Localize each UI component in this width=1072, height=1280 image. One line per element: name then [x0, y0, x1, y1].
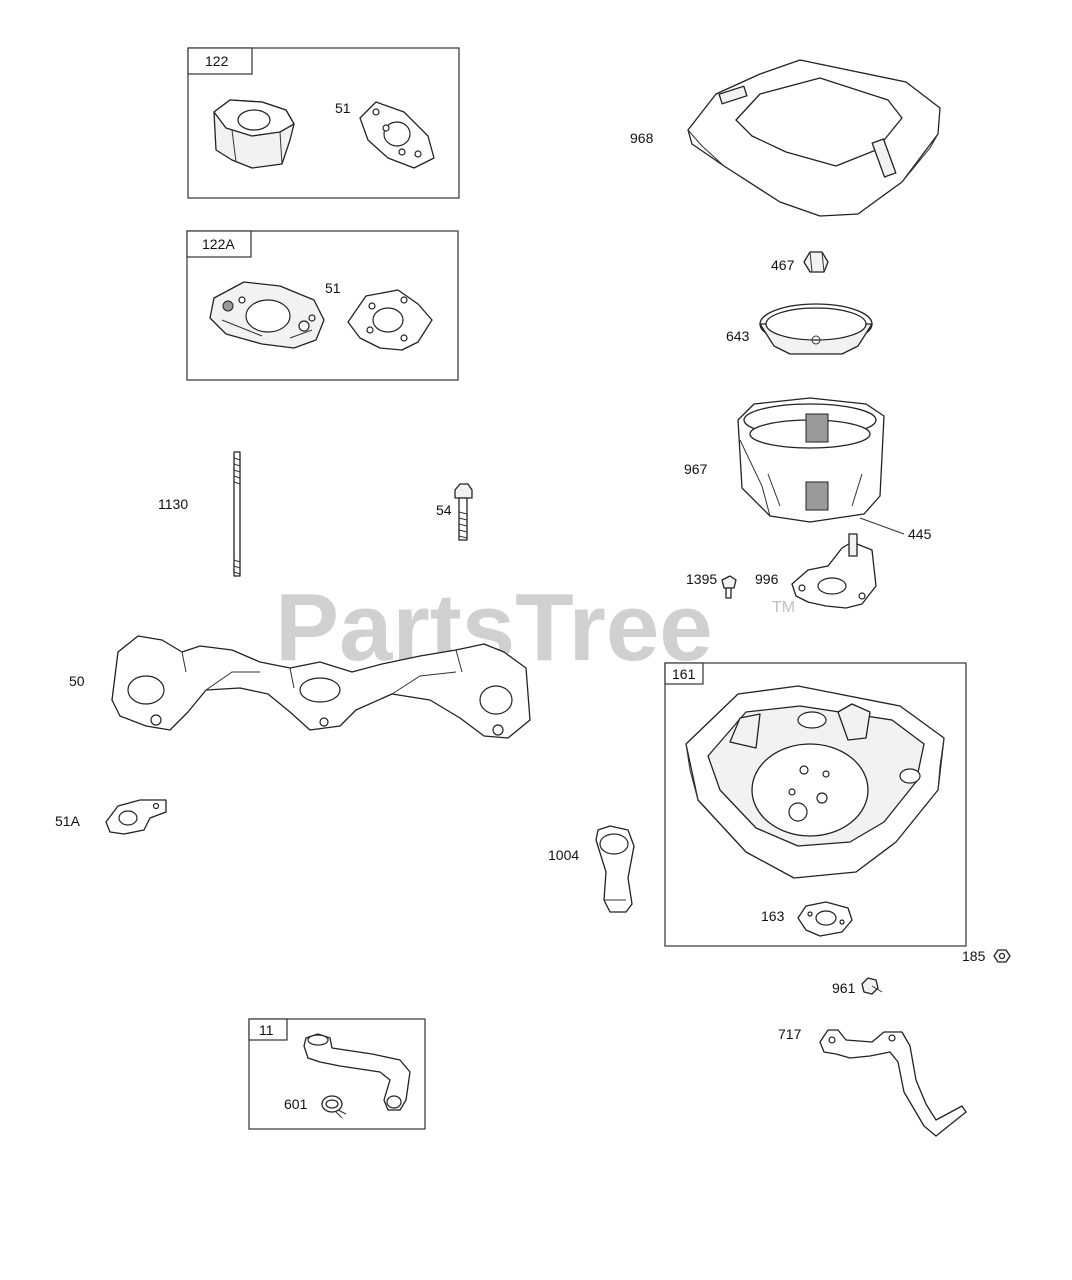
callout-51-a: 51 — [335, 100, 351, 116]
part-cover-968[interactable] — [687, 59, 941, 217]
part-breather-tube-11[interactable] — [303, 1033, 411, 1111]
part-base-161[interactable] — [685, 685, 945, 879]
callout-968: 968 — [630, 130, 654, 146]
callout-122A: 122A — [202, 236, 235, 252]
part-gasket-51-b[interactable] — [347, 289, 433, 351]
kit-box-161[interactable]: 161 — [664, 662, 967, 947]
part-spacer-122[interactable] — [213, 99, 295, 169]
callout-11: 11 — [259, 1022, 274, 1038]
callout-643: 643 — [726, 328, 750, 344]
callout-51A: 51A — [55, 813, 81, 829]
callout-1130: 1130 — [158, 496, 188, 512]
leader-445 — [859, 517, 905, 535]
callout-996: 996 — [755, 571, 779, 587]
callout-445: 445 — [908, 526, 932, 542]
kit-box-11[interactable]: 11 — [248, 1018, 426, 1130]
part-screw-1395[interactable] — [721, 575, 737, 599]
callout-717: 717 — [778, 1026, 802, 1042]
part-nut-185[interactable] — [993, 949, 1011, 963]
callout-601: 601 — [284, 1096, 308, 1112]
callout-967: 967 — [684, 461, 708, 477]
callout-161: 161 — [672, 666, 696, 682]
kit-box-122A[interactable]: 122A — [186, 230, 459, 381]
watermark-trademark: TM — [772, 599, 795, 616]
part-filter-967[interactable] — [737, 397, 885, 523]
callout-50: 50 — [69, 673, 85, 689]
callout-122: 122 — [205, 53, 229, 69]
part-manifold-50[interactable] — [111, 635, 531, 739]
callout-51-b: 51 — [325, 280, 341, 296]
callout-1004: 1004 — [548, 847, 579, 863]
part-bracket-996[interactable] — [791, 533, 877, 609]
part-gasket-163[interactable] — [797, 901, 853, 937]
part-pre-cleaner-643[interactable] — [759, 303, 873, 355]
part-bracket-717[interactable] — [819, 1029, 967, 1137]
part-knob-467[interactable] — [803, 251, 829, 273]
part-stud-1130[interactable] — [233, 451, 241, 577]
callout-961: 961 — [832, 980, 856, 996]
callout-185: 185 — [962, 948, 986, 964]
callout-1395: 1395 — [686, 571, 717, 587]
callout-467: 467 — [771, 257, 795, 273]
callout-163: 163 — [761, 908, 785, 924]
part-gasket-51-a[interactable] — [359, 101, 435, 169]
part-insulator-122A[interactable] — [209, 281, 325, 349]
kit-box-122[interactable]: 122 — [187, 47, 460, 199]
part-bolt-54[interactable] — [454, 483, 473, 541]
part-screw-961[interactable] — [861, 977, 883, 995]
callout-54: 54 — [436, 502, 452, 518]
part-clamp-601[interactable] — [321, 1095, 347, 1119]
part-duct-1004[interactable] — [595, 825, 635, 913]
part-gasket-51A[interactable] — [105, 799, 167, 835]
